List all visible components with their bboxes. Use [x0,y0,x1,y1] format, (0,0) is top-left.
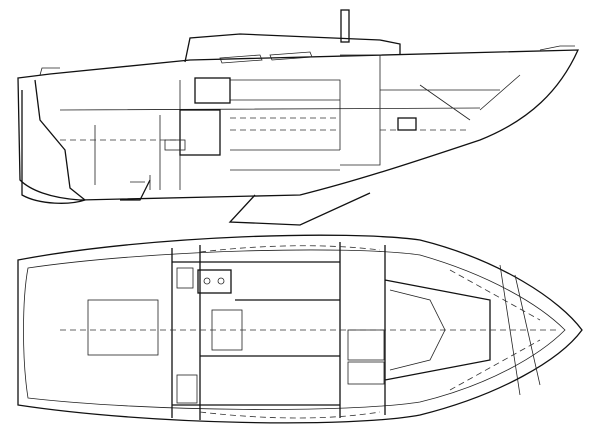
sink [347,361,385,385]
interior-sole [59,54,521,190]
cabin-ports [219,51,313,64]
mast-stub [340,9,350,43]
rudder [21,79,87,204]
chart-table [176,267,194,289]
hull-profile [17,49,580,201]
port-light [397,117,417,131]
galley-unit [194,77,231,104]
burner [217,277,225,285]
skeg [120,179,151,201]
head [347,329,385,361]
profile-view [17,9,580,226]
hull-plan [17,234,583,424]
cabin-outline [171,242,491,420]
berth-lines [60,117,470,141]
plan-view [17,234,583,424]
burner [203,277,211,285]
table [211,309,243,351]
cockpit [87,299,159,356]
locker [176,374,198,404]
shaft [164,139,186,151]
bow-lines [499,264,541,396]
deck-inner [23,249,566,410]
waterline [130,175,151,190]
keel [228,192,371,226]
engine [179,109,221,156]
v-berth [389,289,446,371]
stove [197,269,232,294]
cabin-top [184,33,401,63]
pulpit [39,45,575,76]
